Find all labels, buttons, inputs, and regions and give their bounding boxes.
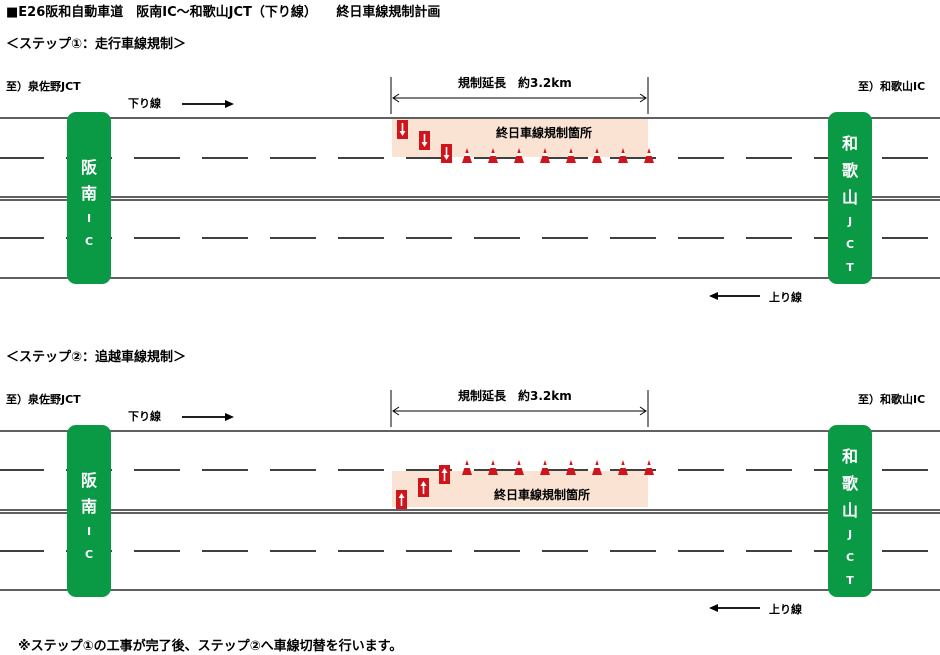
cone-icon (462, 148, 472, 163)
cone-icon (644, 460, 654, 475)
step1-restriction-zone-label: 終日車線規制箇所 (496, 126, 593, 140)
step2-restriction-length: 規制延長 約3.2km (458, 389, 572, 403)
cone-icon (618, 148, 628, 163)
step2-right-destination: 至）和歌山IC (858, 393, 926, 406)
step2-down-line-label: 下り線 (128, 410, 161, 423)
cone-icon (566, 148, 576, 163)
step2-arrow-sign-icon (418, 478, 429, 497)
step2-dimension-arrow-left-icon (392, 406, 400, 416)
cone-icon (462, 460, 472, 475)
step1-arrow-sign-icon (397, 120, 408, 139)
step1-arrow-sign-icon (419, 131, 430, 150)
step1-title: ＜ステップ①：走行車線規制＞ (6, 37, 187, 52)
footnote: ※ステップ①の工事が完了後、ステップ②へ車線切替を行います。 (18, 639, 403, 654)
step1-dimension-arrow-left-icon (392, 93, 400, 103)
step2-left-destination: 至）泉佐野JCT (6, 393, 81, 406)
step2-arrow-sign-icon (396, 490, 407, 509)
step1-arrow-sign-icon (441, 144, 452, 163)
step2-up-line-label: 上り線 (769, 603, 802, 616)
cone-icon (488, 148, 498, 163)
step1-restriction-length: 規制延長 約3.2km (458, 76, 572, 90)
cone-icon (644, 148, 654, 163)
step2-cone-row (462, 460, 654, 475)
step2-arrow-sign-icon (439, 465, 450, 484)
step1-down-line-label: 下り線 (128, 97, 161, 110)
step2-dimension-arrow-right-icon (639, 406, 647, 416)
cone-icon (592, 148, 602, 163)
step1-right-destination: 至）和歌山IC (858, 80, 926, 93)
step1-restriction-zone (392, 119, 648, 157)
cone-icon (514, 148, 524, 163)
step2-restriction-zone-label: 終日車線規制箇所 (494, 488, 591, 502)
step2-restriction-zone (392, 471, 648, 507)
cone-icon (592, 460, 602, 475)
step1-hannan-ic-marker: 阪 南 I C (67, 112, 111, 284)
step2-hannan-ic-marker: 阪 南 I C (67, 425, 111, 597)
step1-up-line-label: 上り線 (769, 291, 802, 304)
step1-dimension-arrow-right-icon (639, 93, 647, 103)
step1-wakayama-jct-marker: 和 歌 山 J C T (828, 112, 872, 284)
cone-icon (540, 460, 550, 475)
step2-title: ＜ステップ②：追越車線規制＞ (6, 350, 187, 365)
step1-cone-row (462, 148, 654, 163)
cone-icon (514, 460, 524, 475)
cone-icon (618, 460, 628, 475)
step1-left-destination: 至）泉佐野JCT (6, 80, 81, 93)
page-title: ■E26阪和自動車道 阪南IC～和歌山JCT（下り線） 終日車線規制計画 (6, 5, 441, 20)
cone-icon (566, 460, 576, 475)
cone-icon (540, 148, 550, 163)
step2-wakayama-jct-marker: 和 歌 山 J C T (828, 425, 872, 597)
cone-icon (488, 460, 498, 475)
